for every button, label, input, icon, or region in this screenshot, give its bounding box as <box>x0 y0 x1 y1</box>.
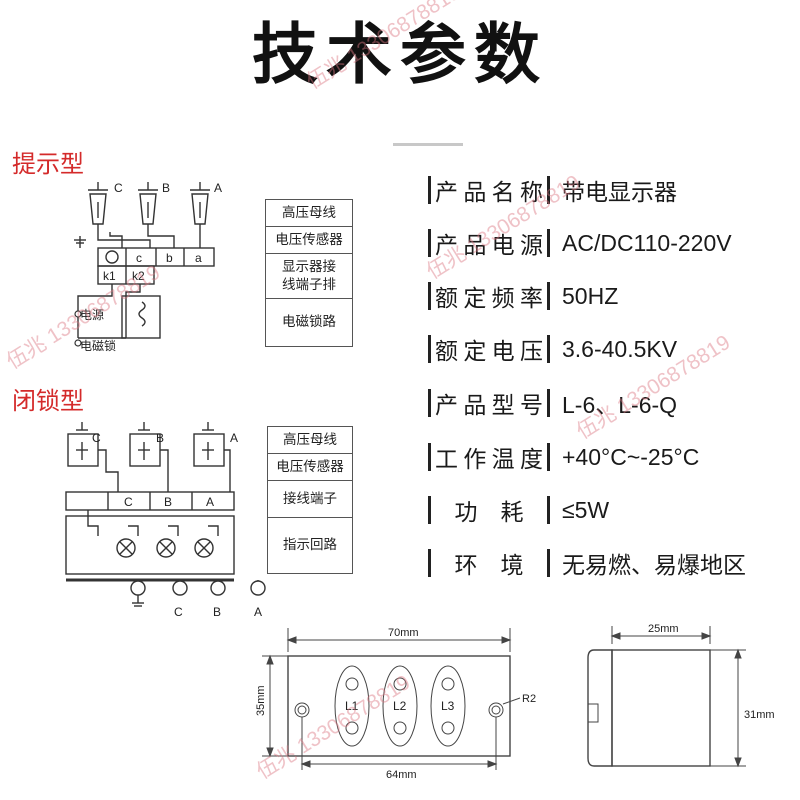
section-label-indicator: 提示型 <box>12 150 84 178</box>
terminal-label-c: c <box>136 251 142 265</box>
spec-value: ≤5W <box>562 496 610 523</box>
spec-row: 功 耗 ≤5W <box>428 493 609 527</box>
terminal-label-c: C <box>124 495 133 509</box>
terminal-label-a: A <box>206 495 214 509</box>
terminal-label-b: b <box>166 251 173 265</box>
phase-label-c: C <box>114 181 123 195</box>
spec-row: 产品型号 L-6、L-6-Q <box>428 386 677 420</box>
spec-row: 工作温度 +40°C~-25°C <box>428 440 699 474</box>
indicator-wiring-diagram: C B A c b a k1 k2 电源 电磁锁 <box>74 181 222 353</box>
spec-name: 额定电压 <box>435 339 543 365</box>
spec-name: 产品型号 <box>435 393 543 419</box>
spec-row: 产品电源 AC/DC110-220V <box>428 226 732 260</box>
bottom-label-c: C <box>174 605 183 619</box>
phase-label-b: B <box>156 431 164 445</box>
spec-value: AC/DC110-220V <box>562 229 732 256</box>
sensor-b <box>138 182 158 232</box>
spec-name: 产品名称 <box>435 180 543 206</box>
legend-item-busbar: 高压母线 <box>266 200 352 227</box>
terminal-label-b: B <box>164 495 172 509</box>
dim-side-width: 25mm <box>648 623 679 635</box>
title-divider <box>393 143 463 146</box>
spec-name: 功 耗 <box>454 500 524 526</box>
legend-item-sensor: 电压传感器 <box>266 227 352 254</box>
dim-height-left: 35mm <box>255 685 267 716</box>
spec-name: 额定频率 <box>435 286 543 312</box>
lock-label: 电磁锁 <box>80 338 116 353</box>
lamp-a <box>194 538 214 558</box>
bottom-label-b: B <box>213 605 221 619</box>
lamp-b <box>156 538 176 558</box>
legend-item-indicator: 指示回路 <box>283 537 337 554</box>
relay-label-k1: k1 <box>103 269 116 283</box>
phase-label-a: A <box>214 181 222 195</box>
spec-row: 额定频率 50HZ <box>428 279 618 313</box>
spec-value: 50HZ <box>562 282 619 309</box>
indicator-legend: 高压母线 电压传感器 显示器接 线端子排 电磁锁路 <box>265 199 353 347</box>
spec-value: +40°C~-25°C <box>562 443 700 470</box>
sensor-c <box>88 182 108 232</box>
relay-label-k2: k2 <box>132 269 145 283</box>
legend-item-terminal: 显示器接 线端子排 <box>266 254 352 299</box>
page-title: 技术参数 <box>252 16 548 93</box>
spec-name: 工作温度 <box>435 447 543 473</box>
legend-item-lock: 电磁锁路 <box>282 314 336 331</box>
spec-name: 产品电源 <box>435 233 543 259</box>
front-dimension-drawing: 70mm 35mm 64mm R2 L1 L2 L3 <box>255 627 536 781</box>
spec-name: 环 境 <box>454 553 524 579</box>
spec-row: 环 境 无易燃、易爆地区 <box>428 546 746 580</box>
bottom-label-a: A <box>254 605 262 619</box>
legend-item-sensor: 电压传感器 <box>268 454 352 481</box>
lamp-c <box>116 538 136 558</box>
phase-label-c: C <box>92 431 101 445</box>
spec-value: 3.6-40.5KV <box>562 335 678 362</box>
phase-label-b: B <box>162 181 170 195</box>
phase-label-a: A <box>230 431 238 445</box>
dim-width-bottom: 64mm <box>386 769 417 781</box>
lamp-label-l3: L3 <box>441 699 455 713</box>
locking-legend: 高压母线 电压传感器 接线端子 指示回路 <box>267 426 353 574</box>
spec-row: 额定电压 3.6-40.5KV <box>428 332 677 366</box>
spec-value: 无易燃、易爆地区 <box>562 552 746 578</box>
power-label: 电源 <box>80 308 104 322</box>
legend-item-busbar: 高压母线 <box>268 427 352 454</box>
sensor-a <box>193 422 225 467</box>
dim-width-top: 70mm <box>388 627 419 639</box>
lamp-label-l2: L2 <box>393 699 407 713</box>
spec-row: 产品名称带电显示器 <box>428 173 677 207</box>
locking-wiring-diagram: C B A C B A C B A <box>65 422 266 619</box>
legend-item-terminal: 接线端子 <box>268 481 352 518</box>
spec-value: 带电显示器 <box>562 179 677 205</box>
lamp-label-l1: L1 <box>345 699 359 713</box>
sensor-a <box>190 182 210 232</box>
terminal-label-a: a <box>195 251 202 265</box>
dim-radius: R2 <box>522 693 536 705</box>
spec-value: L-6、L-6-Q <box>562 392 678 418</box>
section-label-locking: 闭锁型 <box>12 387 84 415</box>
dim-side-height: 31mm <box>744 709 775 721</box>
side-dimension-drawing: 25mm 31mm <box>587 623 775 768</box>
